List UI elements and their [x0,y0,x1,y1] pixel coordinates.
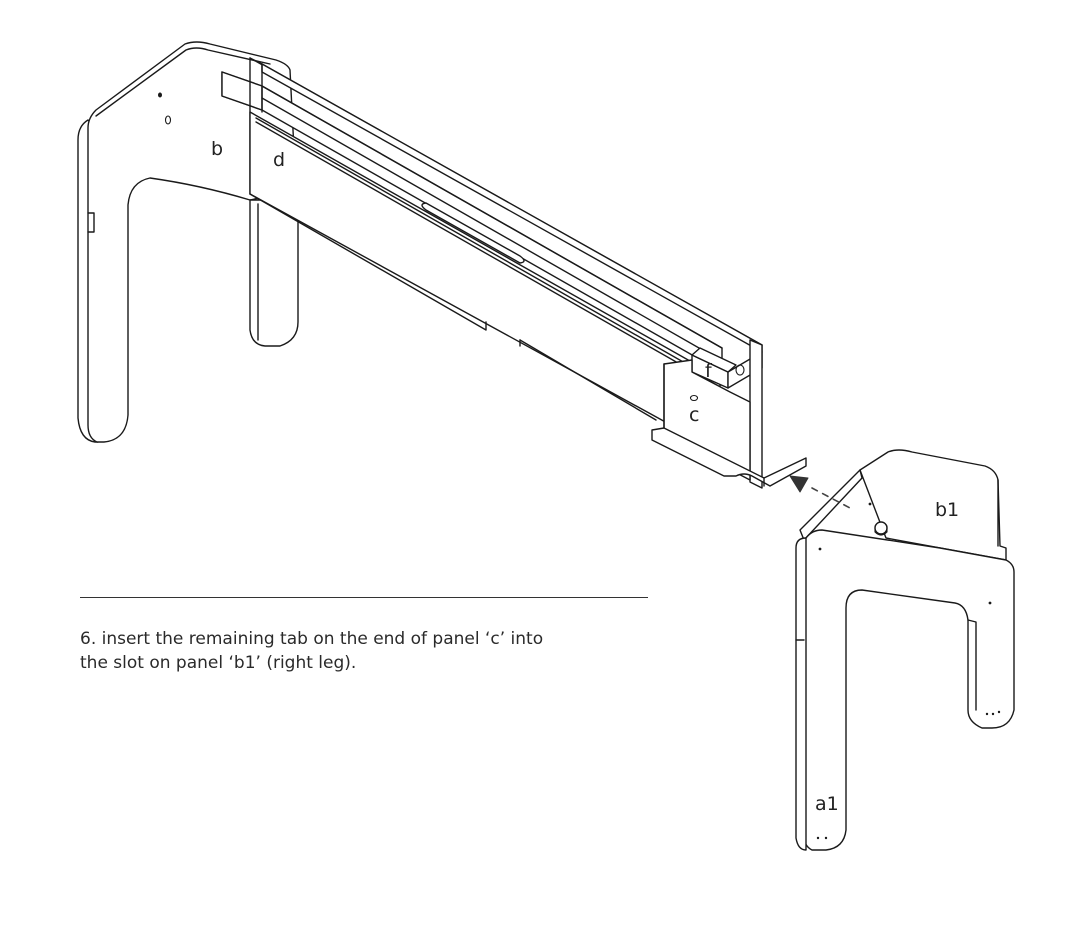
label-panel-f: f [705,360,713,382]
label-panel-c: c [689,404,699,426]
label-panel-b1: b1 [935,499,959,521]
right-leg-panel-b1 [795,449,1015,851]
divider-rule [80,597,648,598]
insert-direction-arrow [789,475,851,509]
instruction-line-1: 6. insert the remaining tab on the end o… [80,629,544,649]
instruction-line-2: the slot on panel ‘b1’ (right leg). [80,653,357,673]
beam-assembly [221,57,807,489]
left-leg-panel-b [77,41,299,443]
label-panel-a1: a1 [815,793,839,815]
instruction-text: 6. insert the remaining tab on the end o… [80,627,670,675]
label-panel-b: b [211,138,223,160]
label-panel-d: d [273,149,285,171]
